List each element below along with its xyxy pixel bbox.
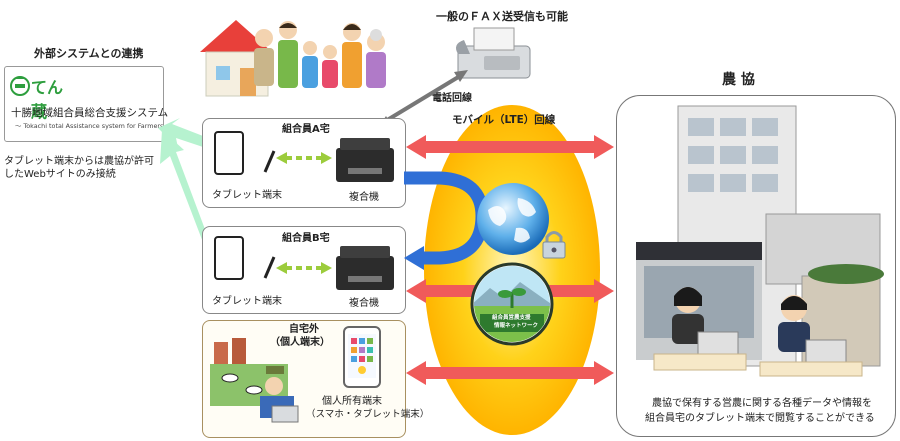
green-arrow-a bbox=[158, 118, 203, 148]
lock-icon bbox=[542, 231, 566, 259]
ja-desc-line2: 組合員宅のタブレット端末で閲覧することができる bbox=[645, 413, 875, 424]
member-a-mfp-icon bbox=[336, 138, 394, 182]
external-heading: 外部システムとの連携 bbox=[34, 47, 144, 60]
member-b-mfp-label: 複合機 bbox=[349, 298, 379, 309]
house-family-illustration bbox=[200, 20, 386, 97]
badge-text-line1: 組合員営農支援 bbox=[492, 315, 531, 321]
member-a-tablet-label: タブレット端末 bbox=[212, 190, 282, 201]
red-arrow-a bbox=[406, 135, 614, 159]
personal-device-line1: 個人所有端末 bbox=[322, 396, 382, 407]
member-b-sync-arrow bbox=[276, 262, 332, 274]
personal-device-line2: （スマホ・タブレット端末） bbox=[306, 409, 430, 420]
ja-title: 農 協 bbox=[722, 72, 755, 88]
member-b-tablet-icon bbox=[214, 236, 244, 280]
outside-title-line1: 自宅外 bbox=[289, 324, 319, 335]
member-a-mfp-label: 複合機 bbox=[349, 192, 379, 203]
external-system-box: てん蔵 十勝地域組合員総合支援システム 〜 Tokachi total Assi… bbox=[4, 66, 172, 142]
system-name: 十勝地域組合員総合支援システム bbox=[11, 107, 169, 119]
farm-illustration bbox=[210, 338, 299, 423]
phone-line-label: 電話回線 bbox=[432, 93, 472, 104]
ja-building-illustration bbox=[636, 105, 884, 377]
network-badge-icon bbox=[470, 262, 554, 346]
member-b-pen-icon bbox=[263, 256, 276, 279]
tenzou-logo: てん蔵 bbox=[9, 73, 77, 121]
globe-icon bbox=[477, 183, 549, 255]
member-a-pen-icon bbox=[263, 150, 276, 173]
member-a-title: 組合員A宅 bbox=[282, 124, 330, 135]
member-b-mfp-icon bbox=[336, 246, 394, 290]
system-subtitle: 〜 Tokachi total Assistance system for Fa… bbox=[15, 122, 172, 130]
red-arrow-c bbox=[406, 361, 614, 385]
external-note-line2: したWebサイトのみ接続 bbox=[4, 169, 116, 180]
badge-text-line2: 情報ネットワーク bbox=[494, 323, 539, 329]
mobile-lte-label: モバイル（LTE）回線 bbox=[452, 114, 556, 126]
logo-text: てん蔵 bbox=[31, 78, 64, 121]
outside-title-line2: （個人端末） bbox=[270, 337, 330, 348]
fax-label: 一般のＦＡＸ送受信も可能 bbox=[436, 10, 568, 23]
member-a-tablet-icon bbox=[214, 131, 244, 175]
ja-desc-line1: 農協で保有する営農に関する各種データや情報を bbox=[652, 398, 872, 409]
external-note-line1: タブレット端末からは農協が許可 bbox=[4, 156, 154, 167]
blue-loop-arrow bbox=[404, 171, 489, 265]
fax-machine-icon bbox=[456, 27, 531, 79]
member-b-title: 組合員B宅 bbox=[282, 233, 330, 244]
member-b-tablet-label: タブレット端末 bbox=[212, 296, 282, 307]
green-arrow-b bbox=[160, 130, 218, 258]
member-a-sync-arrow bbox=[276, 152, 332, 164]
smartphone-icon bbox=[343, 326, 381, 388]
